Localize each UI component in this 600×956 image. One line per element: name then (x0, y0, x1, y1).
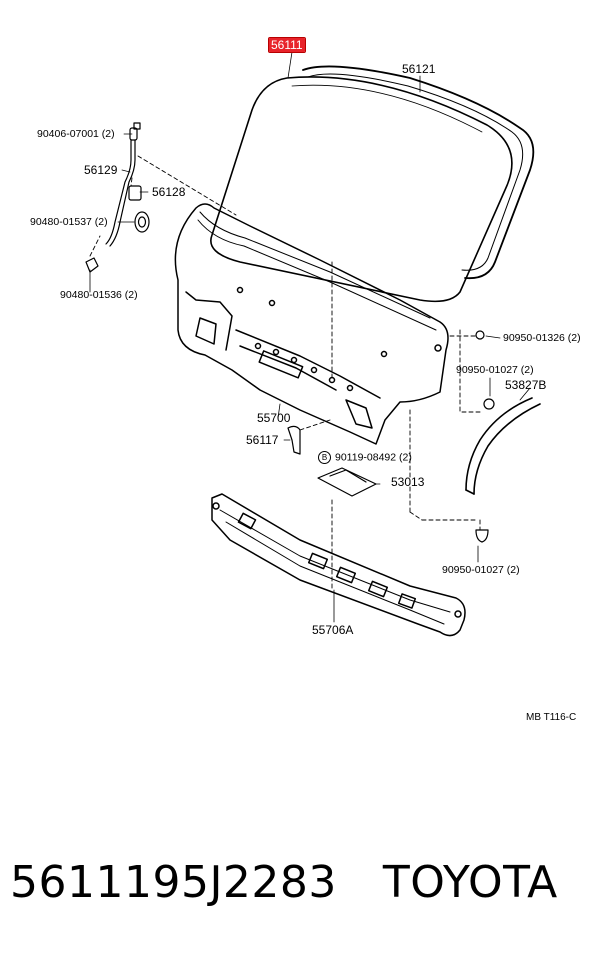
windshield-glass (210, 76, 513, 303)
callout-55706a: 55706A (312, 623, 354, 637)
highlighted-part-number: 56111 (268, 37, 306, 53)
callout-55700: 55700 (257, 411, 291, 425)
callout-53013: 53013 (391, 475, 425, 489)
part-number: 5611195J2283 (10, 856, 337, 908)
callout-90480-01536: 90480-01536 (2) (60, 289, 138, 301)
callout-53827b: 53827B (505, 378, 547, 392)
clips (133, 122, 495, 543)
b-circle-marker: B (318, 451, 331, 464)
callout-90119: B 90119-08492 (2) (318, 451, 412, 464)
callout-90406: 90406-07001 (2) (37, 128, 115, 140)
weatherstrip (302, 65, 535, 280)
washer-nozzle (85, 127, 150, 273)
seal-56117 (287, 425, 301, 455)
callout-90480-01537: 90480-01537 (2) (30, 216, 108, 228)
callout-56111: 56111 (268, 37, 306, 53)
brand-name: TOYOTA (382, 856, 558, 908)
parts-diagram (85, 51, 541, 637)
callout-90950-01326: 90950-01326 (2) (503, 332, 581, 344)
callout-90119-text: 90119-08492 (2) (335, 451, 412, 464)
leader-lines (89, 51, 531, 623)
callout-56121: 56121 (402, 62, 436, 76)
side-moulding (465, 397, 541, 495)
callout-90950-01027-lower: 90950-01027 (2) (442, 564, 520, 576)
lower-panel (211, 493, 466, 637)
cover-53013 (317, 467, 377, 497)
part-number-footer: 5611195J2283 TOYOTA (10, 852, 590, 912)
callout-90950-01027-upper: 90950-01027 (2) (456, 364, 534, 376)
drawing-code: MB T116-C (526, 712, 577, 723)
callout-56128: 56128 (152, 185, 186, 199)
cowl-panel (174, 203, 449, 445)
assembly-lines (89, 155, 481, 591)
callout-56129: 56129 (84, 163, 118, 177)
callout-56117: 56117 (246, 433, 279, 447)
